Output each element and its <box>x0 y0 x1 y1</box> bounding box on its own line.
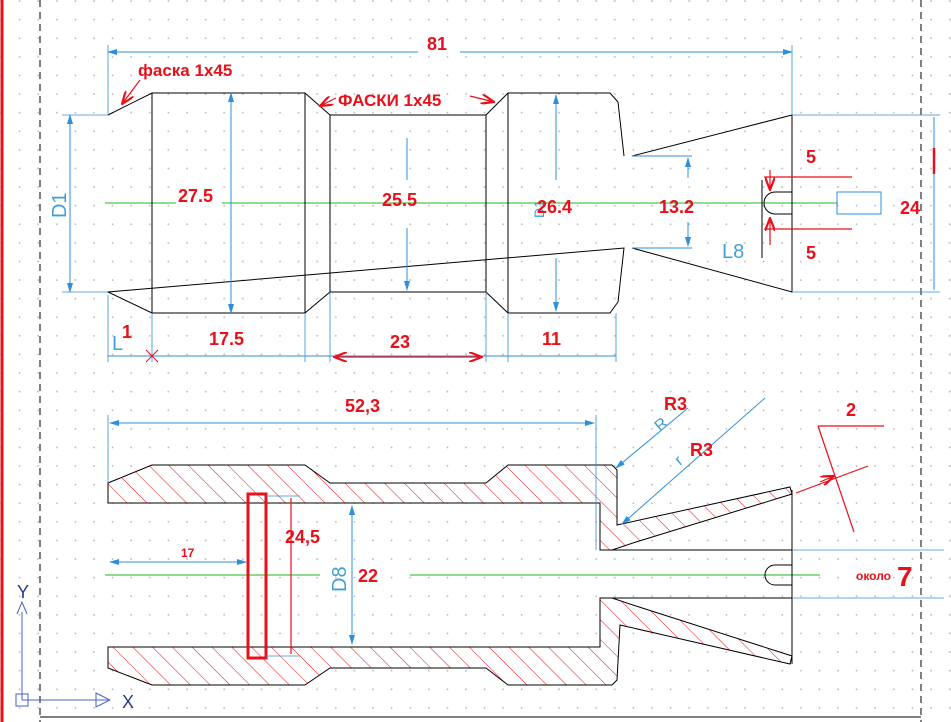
section-slot-notch <box>764 564 792 586</box>
slot-dim-5-top: 5 <box>806 147 816 167</box>
approx-label: около <box>856 569 891 583</box>
dim-25-5: 25.5 <box>382 190 417 210</box>
dim-l-symbol: L <box>112 333 123 355</box>
dim-d1: D1 <box>49 192 71 218</box>
dim-len-23: 23 <box>390 332 410 352</box>
chamfer-note-left: фаска 1x45 <box>138 61 232 80</box>
leader-r3-lower <box>621 397 766 525</box>
chamfer-leader-mid-l <box>320 98 337 106</box>
dim-81: 81 <box>427 34 447 54</box>
top-view: 81 фаска 1x45 ФАСКИ 1x45 D1 27.5 25.5 D1… <box>49 34 940 363</box>
chamfer-note-mid: ФАСКИ 1x45 <box>338 91 441 110</box>
slot-dim-5-bottom: 5 <box>806 243 816 263</box>
dim-13-2: 13.2 <box>659 197 694 217</box>
ucs-x-label: X <box>122 692 134 712</box>
approx-value: 7 <box>897 561 913 592</box>
dim-24-5: 24,5 <box>285 527 320 547</box>
dim-d8: D8 <box>329 566 351 592</box>
dim-24: 24 <box>900 198 920 218</box>
dim-26-4: 26.4 <box>537 197 572 217</box>
dim-len-11: 11 <box>542 329 561 349</box>
leader-r3-upper <box>615 407 689 469</box>
chamfer-leader-mid-r <box>469 96 494 102</box>
slot-label-l8: L8 <box>722 241 744 263</box>
chamfer-leader-left <box>122 79 141 104</box>
section-wall-upper <box>107 464 793 551</box>
wall-2-c <box>819 476 834 482</box>
dim-r3-upper: R3 <box>664 394 687 414</box>
groove-highlight <box>246 492 268 660</box>
dim-len-1: 1 <box>122 322 132 342</box>
dim-22: 22 <box>358 566 378 586</box>
slot-notch <box>763 191 792 215</box>
part-outline-top <box>106 92 793 314</box>
dim-len-17-5: 17.5 <box>209 329 244 349</box>
dim-d1-small: D1 <box>531 200 547 218</box>
dim-wall-2: 2 <box>846 400 856 420</box>
dim-52-3: 52,3 <box>345 396 380 416</box>
section-view: 52,3 R R3 r R3 2 17 24,5 D8 22 около 7 <box>105 394 944 686</box>
dim-17: 17 <box>181 546 195 560</box>
ucs-y-label: Y <box>17 582 29 602</box>
dim-r3-lower: R3 <box>690 440 713 460</box>
dim-27-5: 27.5 <box>178 186 213 206</box>
ucs-icon: Y X <box>15 582 134 712</box>
